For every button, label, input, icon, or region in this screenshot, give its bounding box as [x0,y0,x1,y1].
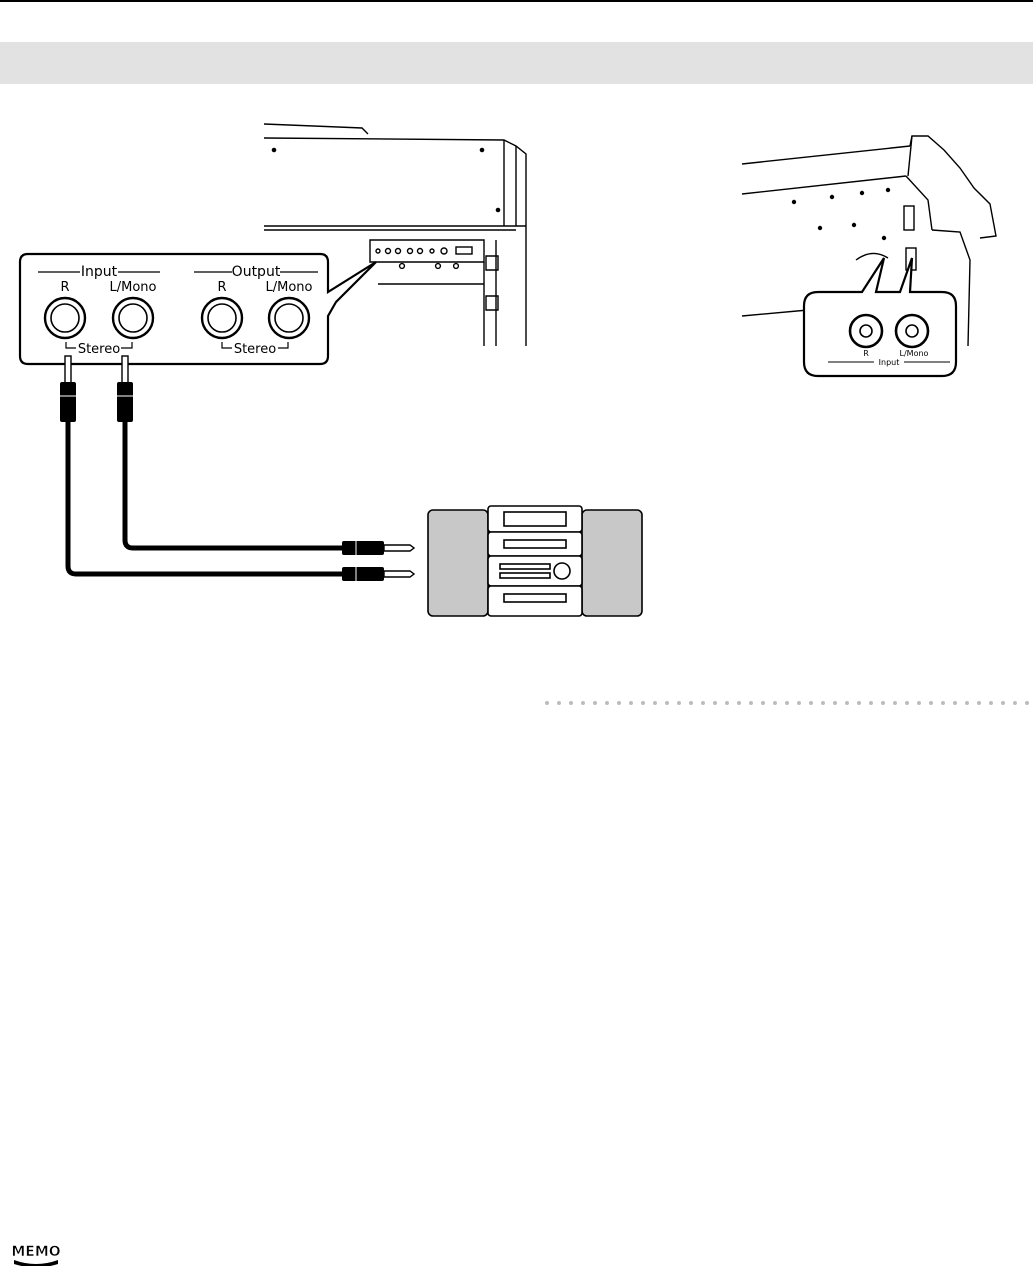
jack-output-lmono [267,296,311,340]
output-lmono-label: L/Mono [266,280,313,295]
plug-top-horizontal [342,541,416,555]
input-header-label: Input [81,264,118,280]
audio-cables [65,420,342,577]
top-rule [0,0,1033,2]
input-stereo-label: Stereo [78,342,120,357]
jack-input-r [43,296,87,340]
output-r-label: R [217,280,226,295]
jack-input-lmono [111,296,155,340]
input-lmono-label: L/Mono [110,280,157,295]
input-r-label: R [60,280,69,295]
output-header-label: Output [232,264,281,280]
inset-input-callout: R L/Mono Input [802,257,958,378]
speaker-left [427,509,489,617]
piano-rear-illustration [263,123,527,346]
speaker-right [581,509,643,617]
output-stereo-label: Stereo [234,342,276,357]
plug-bottom-horizontal [342,567,416,581]
inset-input-label: Input [879,358,900,367]
inset-jack-lmono [894,313,930,349]
piano-side-illustration [741,135,997,347]
plug-left-vertical [60,355,76,422]
memo-label: MEMO [11,1244,60,1260]
dotted-separator [545,701,1033,705]
jack-panel-callout: Input Output R L/Mono R L/Mono Stereo St… [18,252,377,366]
stereo-system [427,505,643,617]
inset-jack-r [848,313,884,349]
inset-r-label: R [863,349,869,358]
jack-output-r [200,296,244,340]
section-header-bar [0,42,1033,84]
plug-right-vertical [117,355,133,422]
memo-icon: MEMO [11,1244,61,1266]
inset-lmono-label: L/Mono [900,349,929,358]
